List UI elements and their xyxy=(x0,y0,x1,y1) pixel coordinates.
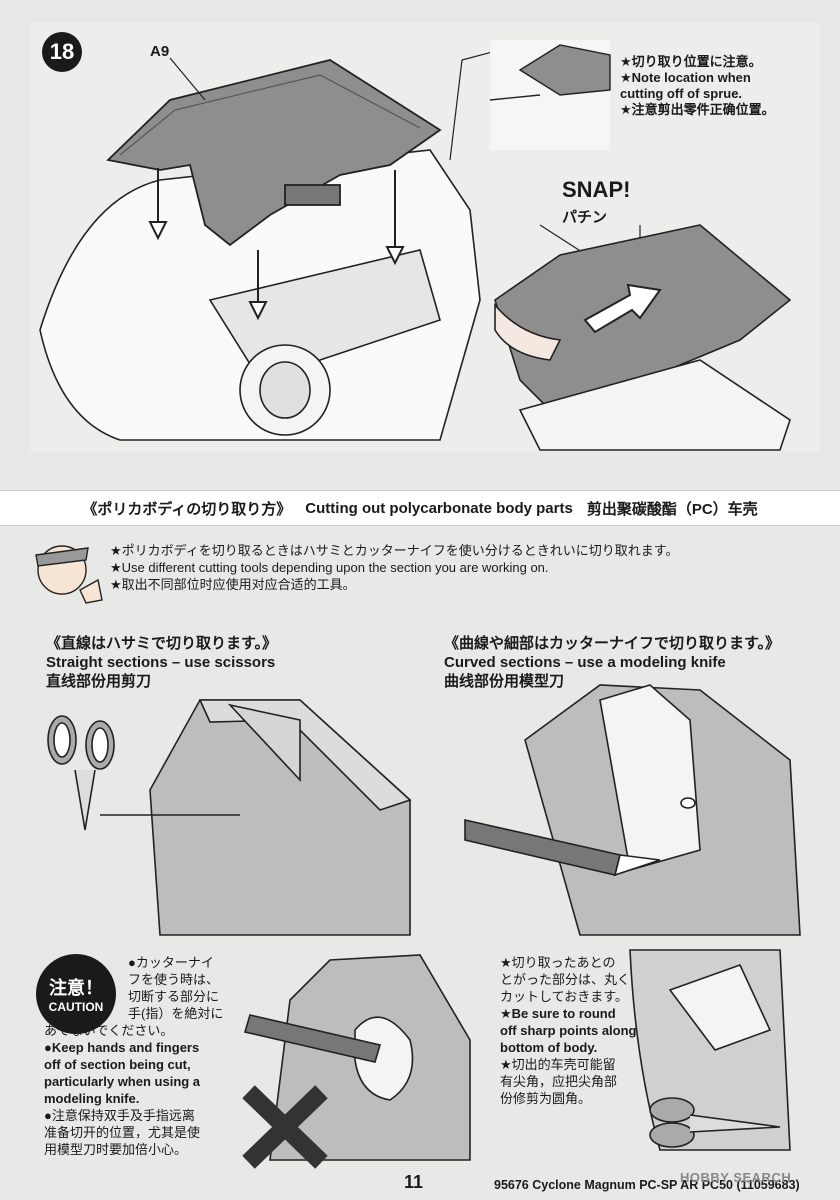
round-line-6: bottom of body. xyxy=(500,1040,598,1055)
round-line-8: 有尖角，应把尖角部 xyxy=(500,1074,618,1089)
a9-part-illustration xyxy=(106,59,442,247)
insertion-arrows xyxy=(148,168,405,321)
straight-heading-jp: 《直線はハサミで切り取ります。》 xyxy=(46,635,278,652)
note-line-3: cutting off of sprue. xyxy=(620,86,743,101)
section-title-jp: 《ポリカボディの切り取り方》 xyxy=(82,500,292,518)
caution-line-12: 用模型刀时要加倍小心。 xyxy=(44,1142,188,1157)
curved-heading-en: Curved sections – use a modeling knife xyxy=(444,654,726,671)
tip-line-en: ★Use different cutting tools depending u… xyxy=(110,560,549,575)
caution-line-11: 准备切开的位置，尤其是使 xyxy=(44,1125,201,1140)
small-scissors-icon xyxy=(649,1097,781,1148)
product-code: 95676 Cyclone Magnum PC-SP AR PC50 (1105… xyxy=(494,1178,800,1192)
section-heading: 《ポリカボディの切り取り方》 Cutting out polycarbonate… xyxy=(0,490,840,526)
caution-text-rest: あてないでください。 ●Keep hands and fingers off o… xyxy=(44,1022,200,1158)
caution-line-1: ●カッターナイ xyxy=(128,955,214,970)
caution-line-7: off of section being cut, xyxy=(44,1057,191,1072)
watermark-logo: HOBBY SEARCH xyxy=(680,1170,792,1185)
note-line-1: ★切り取り位置に注意。 xyxy=(620,54,762,69)
caution-line-3: 切断する部分に xyxy=(128,989,220,1004)
snap-label: SNAP! xyxy=(562,177,631,202)
section-title-en: Cutting out polycarbonate body parts xyxy=(305,499,573,517)
caution-illustration xyxy=(243,954,471,1161)
step-number-badge: 18 xyxy=(42,32,82,72)
round-off-note: ★切り取ったあとの とがった部分は、丸く カットしておきます。 ★Be sure… xyxy=(500,954,637,1107)
sprue-inset xyxy=(489,40,611,150)
section-title-cn: 剪出聚碳酸酯（PC）车壳 xyxy=(586,500,758,518)
curved-heading-jp: 《曲線や細部はカッターナイフで切り取ります。》 xyxy=(444,635,781,652)
round-line-9: 份修剪为圆角。 xyxy=(500,1091,592,1106)
curved-section-heading: 《曲線や細部はカッターナイフで切り取ります。》 Curved sections … xyxy=(444,634,780,691)
cutting-tips: ★ポリカボディを切り取るときはハサミとカッターナイフを使い分けるときれいに切り取… xyxy=(110,542,678,593)
mascot-icon xyxy=(35,545,103,604)
caution-line-6: ●Keep hands and fingers xyxy=(44,1040,200,1055)
round-line-4: ★Be sure to round xyxy=(500,1006,616,1021)
round-line-7: ★切出的车壳可能留 xyxy=(500,1057,616,1072)
straight-heading-en: Straight sections – use scissors xyxy=(46,654,276,671)
straight-heading-cn: 直线部份用剪刀 xyxy=(46,673,152,690)
caution-line-5: あてないでください。 xyxy=(44,1023,174,1038)
round-line-5: off sharp points along xyxy=(500,1023,637,1038)
page-number: 11 xyxy=(404,1172,424,1192)
snap-label-jp: パチン xyxy=(562,209,608,226)
knife-body-illustration xyxy=(524,684,801,936)
scissors-body-illustration xyxy=(149,699,412,936)
tip-line-jp: ★ポリカボディを切り取るときはハサミとカッターナイフを使い分けるときれいに切り取… xyxy=(110,543,679,558)
snap-illustration xyxy=(494,224,792,451)
caution-line-2: フを使う時は、 xyxy=(128,972,220,987)
caution-badge-jp: 注意！ xyxy=(49,978,103,998)
round-line-3: カットしておきます。 xyxy=(500,989,628,1004)
tip-line-cn: ★取出不同部位时应使用对应合适的工具。 xyxy=(110,577,356,592)
caution-badge: 注意！ CAUTION xyxy=(36,954,116,1034)
scissors-icon xyxy=(47,715,240,831)
note-line-4: ★注意剪出零件正确位置。 xyxy=(620,102,775,117)
round-line-1: ★切り取ったあとの xyxy=(500,955,616,970)
caution-badge-en: CAUTION xyxy=(48,1000,104,1014)
round-line-2: とがった部分は、丸く xyxy=(500,972,631,987)
curved-heading-cn: 曲线部份用模型刀 xyxy=(444,673,565,690)
modeling-knife-icon xyxy=(464,818,661,877)
caution-line-8: particularly when using a xyxy=(44,1074,201,1089)
caution-line-10: ●注意保持双手及手指远离 xyxy=(44,1108,195,1123)
sprue-location-note: ★切り取り位置に注意。 ★Note location when cutting … xyxy=(620,54,820,118)
part-label-a9: A9 xyxy=(150,43,170,60)
note-line-2: ★Note location when xyxy=(620,70,751,85)
caution-text-jp-top: ●カッターナイ フを使う時は、 切断する部分に 手(指）を絶対に xyxy=(128,954,223,1022)
caution-line-9: modeling knife. xyxy=(44,1091,140,1106)
x-mark-icon xyxy=(242,1085,328,1169)
caution-line-4: 手(指）を絶対に xyxy=(128,1006,224,1021)
straight-section-heading: 《直線はハサミで切り取ります。》 Straight sections – use… xyxy=(46,634,277,691)
